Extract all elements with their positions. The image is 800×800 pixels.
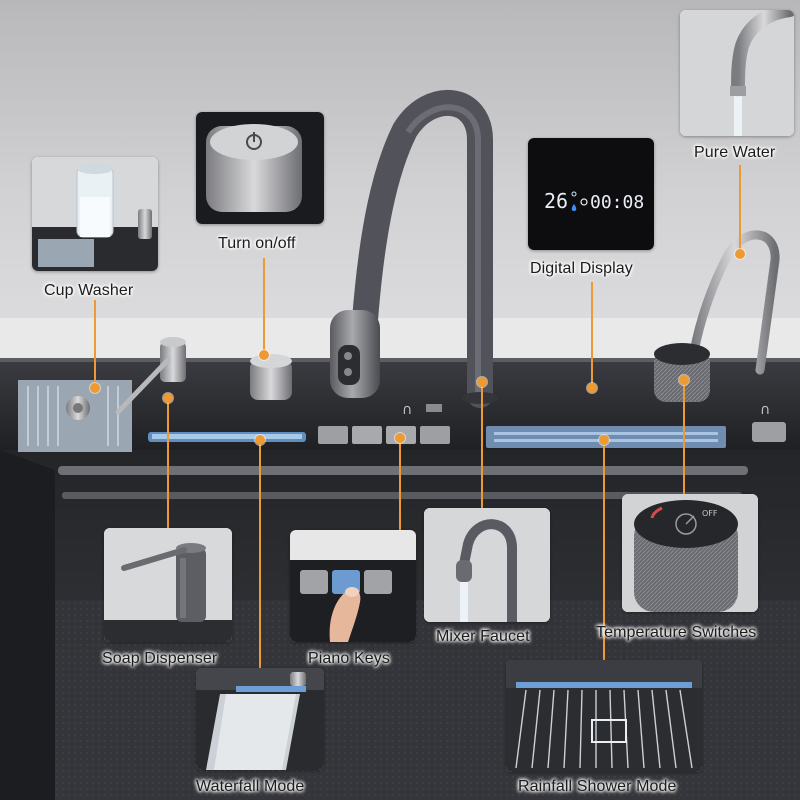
waterfall-marker <box>255 435 265 445</box>
soap-dispenser-marker <box>163 393 173 403</box>
turn-on-off-inset <box>196 112 324 224</box>
digital-display-inset: 26 00:08 <box>528 138 654 250</box>
soap-dispenser-label: Soap Dispenser <box>102 650 218 667</box>
soap-dispenser-inset <box>104 528 232 642</box>
waterfall-mode-inset <box>196 668 324 770</box>
cup-washer-inset <box>32 157 158 271</box>
turn-on-off-label: Turn on/off <box>218 235 296 252</box>
digital-display-label: Digital Display <box>530 260 633 277</box>
piano-keys-inset <box>290 530 416 642</box>
waterfall-mode-label: Waterfall Mode <box>196 778 305 795</box>
piano-keys-label: Piano Keys <box>308 650 390 667</box>
pure-water-label: Pure Water <box>694 144 776 161</box>
display-time: 00:08 <box>590 192 644 213</box>
cup-washer-label: Cup Washer <box>44 282 134 299</box>
pure-water-inset <box>680 10 794 136</box>
mixer-faucet-inset <box>424 508 550 622</box>
pure-water-marker <box>735 249 745 259</box>
temperature-switch-marker <box>679 375 689 385</box>
temperature-switches-inset: OFF <box>622 494 758 612</box>
svg-text:∩: ∩ <box>760 402 770 418</box>
mixer-faucet-label: Mixer Faucet <box>436 628 530 645</box>
rainfall-marker <box>599 435 609 445</box>
piano-keys-marker <box>395 433 405 443</box>
rainfall-shower-inset <box>506 660 702 772</box>
svg-text:∩: ∩ <box>402 402 412 418</box>
rainfall-shower-label: Rainfall Shower Mode <box>518 778 677 795</box>
digital-display-marker <box>587 383 597 393</box>
knob-off-text: OFF <box>702 509 718 518</box>
mixer-faucet-marker <box>477 377 487 387</box>
display-temperature: 26 <box>544 189 568 213</box>
turn-on-off-marker <box>259 350 269 360</box>
cup-washer-marker <box>90 383 100 393</box>
temperature-switches-label: Temperature Switches <box>596 624 757 641</box>
